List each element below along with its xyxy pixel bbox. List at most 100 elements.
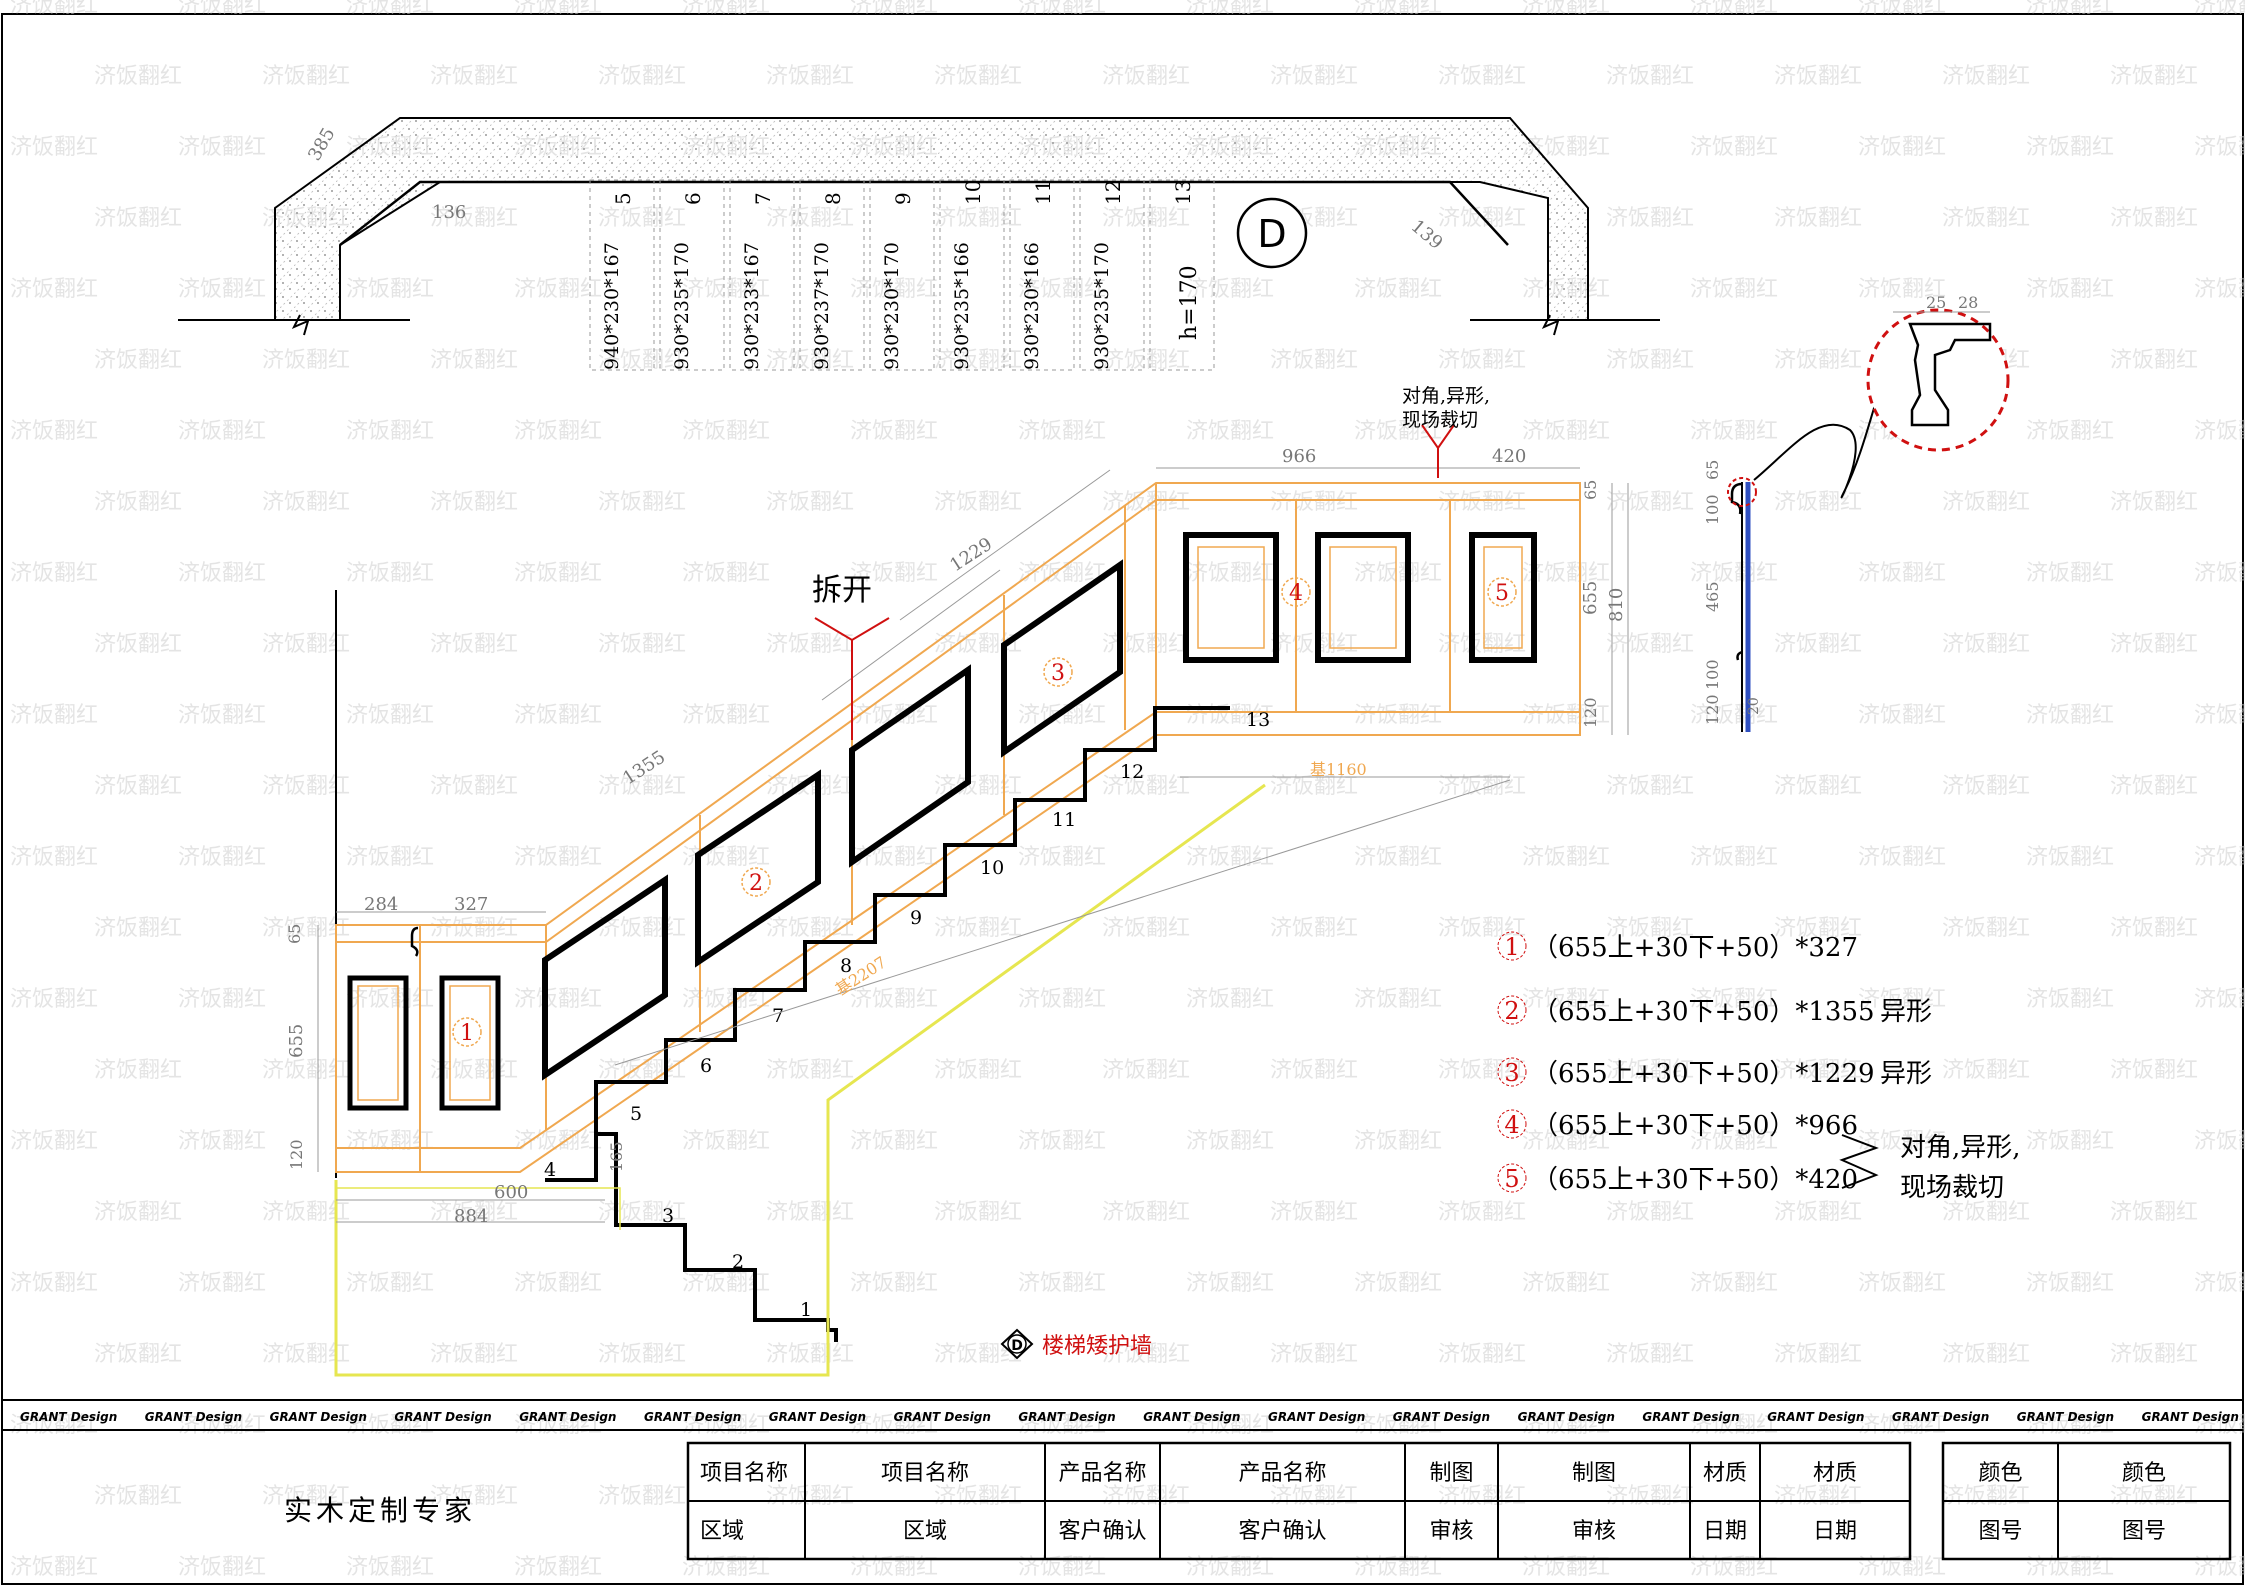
brand-strip-item: GRANT Design	[1268, 1410, 1365, 1424]
watermark-text: 济饭翻红	[1942, 490, 2030, 515]
watermark-text: 济饭翻红	[766, 490, 854, 515]
title-cell-right: 图号	[1978, 1519, 2022, 1544]
brand-strip-item: GRANT Design	[394, 1410, 491, 1424]
watermark-text: 济饭翻红	[2110, 64, 2198, 89]
watermark-text: 济饭翻红	[1354, 1129, 1442, 1154]
watermark-text: 济饭翻红	[2194, 845, 2245, 870]
watermark-text: 济饭翻红	[346, 845, 434, 870]
panel-small-b	[439, 975, 501, 1111]
watermark-text: 济饭翻红	[1942, 1342, 2030, 1367]
watermark-text: 济饭翻红	[514, 987, 602, 1012]
plan-panel	[799, 179, 865, 371]
step-number: 7	[772, 1005, 784, 1027]
watermark-text: 济饭翻红	[94, 1200, 182, 1225]
section-moulding	[1730, 482, 1743, 661]
understair-inner	[336, 1187, 621, 1230]
step-number: 10	[980, 857, 1004, 879]
callout-split-leader	[814, 617, 890, 740]
watermark-text: 济饭翻红	[346, 1555, 434, 1580]
watermark-text: 济饭翻红	[2026, 419, 2114, 444]
watermark-text: 济饭翻红	[2110, 348, 2198, 373]
watermark-text: 济饭翻红	[766, 632, 854, 657]
watermark-text: 济饭翻红	[1438, 64, 1526, 89]
plan-panel-index: 5	[611, 192, 635, 205]
watermark-text: 济饭翻红	[346, 419, 434, 444]
watermark-text: 济饭翻红	[1270, 64, 1358, 89]
watermark-text: 济饭翻红	[1186, 1271, 1274, 1296]
watermark-text: 济饭翻红	[178, 419, 266, 444]
step-number: 3	[662, 1205, 674, 1227]
watermark-text: 济饭翻红	[934, 490, 1022, 515]
watermark-text: 济饭翻红	[1438, 1058, 1526, 1083]
plan-section-marker-label: D	[1257, 212, 1286, 256]
title-cell: 材质	[1703, 1461, 1747, 1486]
section-dim-465: 465	[1703, 581, 1722, 612]
watermark-text: 济饭翻红	[430, 490, 518, 515]
legend-note: 异形	[1880, 997, 1932, 1027]
watermark-text: 济饭翻红	[2194, 419, 2245, 444]
stair-lower-steps	[545, 1132, 838, 1342]
watermark-text: 济饭翻红	[1270, 632, 1358, 657]
brand-strip-item: GRANT Design	[145, 1410, 242, 1424]
title-cell: 项目名称	[881, 1461, 969, 1486]
watermark-text: 济饭翻红	[1270, 490, 1358, 515]
section-dim-25: 25	[1926, 293, 1946, 312]
caption-marker: D	[1011, 1338, 1023, 1354]
watermark-text: 济饭翻红	[766, 206, 854, 231]
dim-600: 600	[494, 1182, 528, 1203]
watermark-text: 济饭翻红	[2110, 1484, 2198, 1509]
step-number: 5	[630, 1103, 642, 1125]
watermark-text: 济饭翻红	[1270, 348, 1358, 373]
sheet-border	[1, 13, 2244, 1585]
brand-strip-item: GRANT Design	[1518, 1410, 1615, 1424]
watermark-text: 济饭翻红	[1270, 774, 1358, 799]
watermark-text: 济饭翻红	[598, 632, 686, 657]
watermark-text: 济饭翻红	[1186, 845, 1274, 870]
watermark-text: 济饭翻红	[1606, 1058, 1694, 1083]
title-cell: 产品名称	[1058, 1461, 1146, 1486]
watermark-text: 济饭翻红	[10, 1271, 98, 1296]
watermark-text: 济饭翻红	[2194, 703, 2245, 728]
watermark-text: 济饭翻红	[10, 1129, 98, 1154]
watermark-text: 济饭翻红	[1018, 1413, 1106, 1438]
dim-284: 284	[364, 894, 398, 915]
brand-strip-item: GRANT Design	[20, 1410, 117, 1424]
watermark-text: 济饭翻红	[1942, 632, 2030, 657]
raised-panels	[347, 532, 1537, 1111]
watermark-text: 济饭翻红	[430, 632, 518, 657]
watermark-text: 济饭翻红	[1522, 1129, 1610, 1154]
watermark-text: 济饭翻红	[934, 1200, 1022, 1225]
section-dim-120: 120	[1703, 694, 1722, 725]
dim-327: 327	[454, 894, 488, 915]
plan-panel	[589, 179, 655, 371]
watermark-text: 济饭翻红	[1858, 1271, 1946, 1296]
watermark-text: 济饭翻红	[1942, 1484, 2030, 1509]
watermark-text: 济饭翻红	[1270, 1342, 1358, 1367]
watermark-text: 济饭翻红	[1858, 135, 1946, 160]
watermark-text: 济饭翻红	[2026, 1413, 2114, 1438]
section-dim-100b: 100	[1703, 659, 1722, 690]
watermark-text: 济饭翻红	[1606, 206, 1694, 231]
dim-655: 655	[286, 1024, 307, 1058]
watermark-text: 济饭翻红	[1942, 64, 2030, 89]
dim-120: 120	[287, 1139, 306, 1170]
watermark-text: 济饭翻红	[1186, 419, 1274, 444]
watermark-text: 济饭翻红	[1438, 916, 1526, 941]
watermark-text: 济饭翻红	[2194, 1413, 2245, 1438]
watermark-text: 济饭翻红	[1690, 0, 1778, 18]
watermark-text: 济饭翻红	[10, 561, 98, 586]
watermark-text: 济饭翻红	[2026, 277, 2114, 302]
rail-end-profile	[410, 926, 419, 957]
watermark-text: 济饭翻红	[1774, 1200, 1862, 1225]
section-profile	[1908, 322, 1992, 427]
watermark-text: 济饭翻红	[1354, 845, 1442, 870]
watermark-text: 济饭翻红	[262, 348, 350, 373]
watermark-text: 济饭翻红	[1186, 987, 1274, 1012]
watermark-text: 济饭翻红	[682, 1413, 770, 1438]
watermark-text: 济饭翻红	[94, 206, 182, 231]
watermark-text: 济饭翻红	[2026, 1271, 2114, 1296]
watermark-text: 济饭翻红	[178, 277, 266, 302]
title-block: GRANT Design GRANT Design GRANT Design GRAN…	[2, 1399, 2243, 1561]
watermark-text: 济饭翻红	[1774, 916, 1862, 941]
